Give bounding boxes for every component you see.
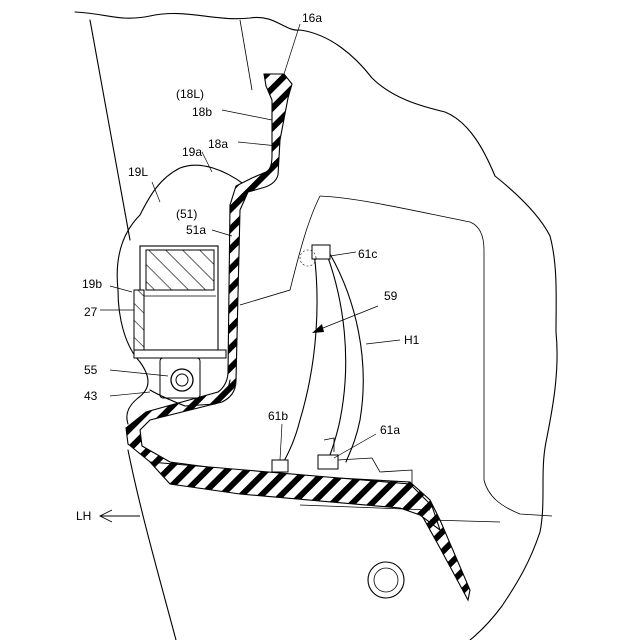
leader-51a	[212, 230, 232, 236]
component-27-base	[134, 350, 226, 358]
label-51: (51)	[176, 207, 197, 221]
clip-61b	[272, 460, 288, 472]
leader-H1	[366, 340, 400, 344]
frame-left-line	[90, 20, 130, 240]
handle-strap-59	[280, 252, 317, 468]
label-61c: 61c	[358, 247, 377, 261]
interior-panel	[320, 196, 552, 516]
label-55: 55	[84, 363, 98, 377]
leader-19a	[202, 152, 212, 172]
leader-16a	[284, 24, 300, 74]
label-18b: 18b	[192, 105, 212, 119]
arrow-59-head	[312, 324, 324, 333]
handle-strap-H1	[330, 254, 363, 462]
component-27-top	[146, 250, 214, 290]
label-27: 27	[84, 305, 98, 319]
leader-43	[110, 392, 150, 396]
label-43: 43	[84, 389, 98, 403]
label-61a: 61a	[380, 423, 400, 437]
label-LH: LH	[76, 509, 91, 523]
clip-61c	[312, 245, 330, 259]
label-51a: 51a	[186, 223, 206, 237]
component-27-plate	[134, 290, 144, 350]
leader-19b	[110, 286, 132, 292]
frame-inner-line	[240, 20, 252, 90]
label-19L: 19L	[128, 165, 148, 179]
hole-bottom-inner	[374, 568, 398, 592]
bottom-plate	[150, 462, 440, 530]
clip-61a-tab	[324, 438, 334, 452]
leader-18b	[222, 110, 272, 120]
label-59: 59	[384, 289, 398, 303]
label-18L: (18L)	[176, 87, 204, 101]
label-H1: H1	[404, 333, 420, 347]
label-16a: 16a	[302, 11, 322, 25]
arrow-59	[318, 306, 378, 330]
fastener-43-inner	[176, 374, 188, 386]
leader-55	[110, 370, 168, 376]
label-61b: 61b	[268, 409, 288, 423]
label-19a: 19a	[182, 145, 202, 159]
label-19b: 19b	[82, 277, 102, 291]
label-18a: 18a	[208, 137, 228, 151]
handle-strap-59b	[326, 252, 346, 466]
interior-panel-left	[240, 196, 320, 305]
leader-61c	[330, 252, 356, 256]
leader-61b	[280, 424, 282, 460]
